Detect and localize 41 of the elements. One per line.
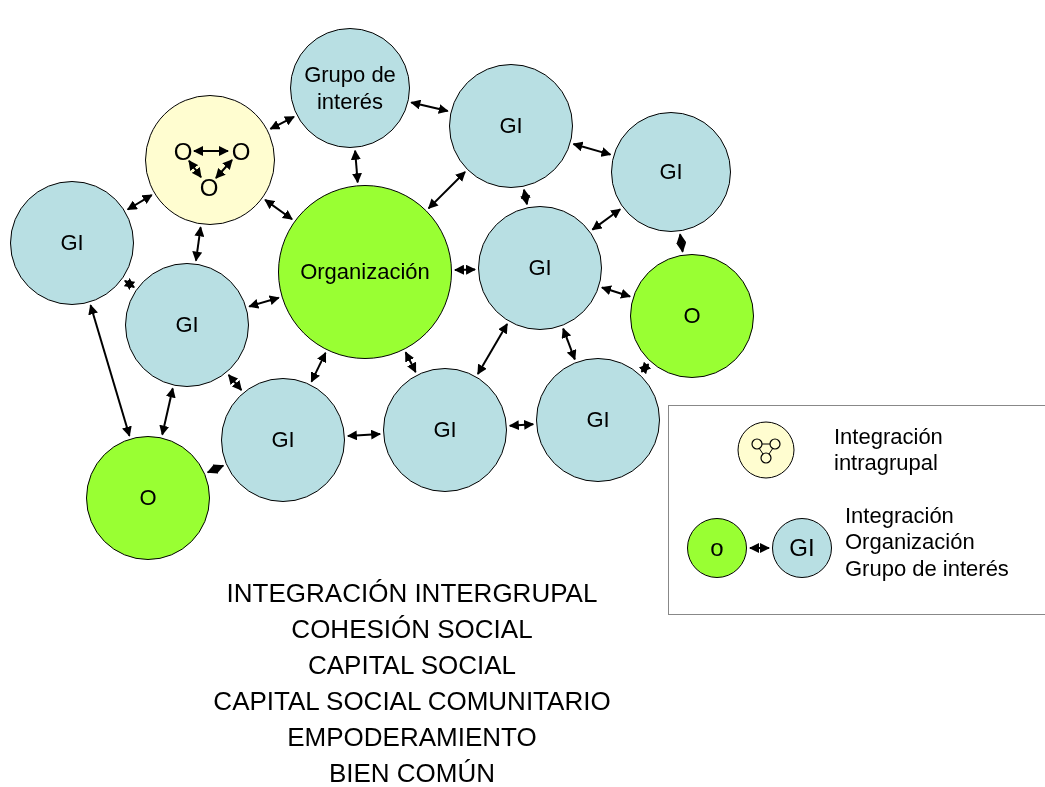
double-arrow xyxy=(572,141,612,157)
double-arrow xyxy=(159,387,176,436)
legend-text: Integración Organización Grupo de interés xyxy=(845,503,1010,583)
double-arrow xyxy=(310,351,327,383)
node-label: O xyxy=(198,177,220,199)
double-arrow xyxy=(410,99,449,114)
concept-label: CAPITAL SOCIAL COMUNITARIO xyxy=(213,685,611,718)
concept-label: BIEN COMÚN xyxy=(328,757,496,787)
double-arrow xyxy=(749,543,770,553)
double-arrow xyxy=(346,429,382,441)
double-arrow xyxy=(676,233,687,253)
double-arrow xyxy=(454,264,476,275)
double-arrow xyxy=(561,327,577,361)
concept-label: CAPITAL SOCIAL xyxy=(307,649,517,682)
concept-label: COHESIÓN SOCIAL xyxy=(291,613,533,646)
double-arrow xyxy=(350,149,362,184)
legend-text: Integración intragrupal xyxy=(834,424,944,477)
double-arrow xyxy=(638,361,652,375)
double-arrow xyxy=(476,323,509,375)
concept-label: EMPODERAMIENTO xyxy=(287,721,537,754)
double-arrow xyxy=(508,419,535,431)
concept-label: INTEGRACIÓN INTERGRUPAL xyxy=(226,577,598,610)
double-arrow xyxy=(88,304,132,437)
double-arrow xyxy=(269,115,295,130)
double-arrow xyxy=(591,208,622,231)
double-arrow xyxy=(264,198,294,221)
double-arrow xyxy=(248,295,280,309)
double-arrow xyxy=(193,146,229,156)
double-arrow xyxy=(601,285,631,299)
node-label: O xyxy=(230,141,252,163)
double-arrow xyxy=(520,188,531,206)
double-arrow xyxy=(192,226,205,262)
double-arrow xyxy=(206,464,225,474)
double-arrow xyxy=(427,170,467,210)
double-arrow xyxy=(227,373,243,392)
double-arrow xyxy=(404,351,417,373)
double-arrow xyxy=(214,158,234,180)
double-arrow xyxy=(123,277,136,291)
node-label: O xyxy=(172,141,194,163)
double-arrow xyxy=(126,194,153,211)
double-arrow xyxy=(188,159,202,179)
